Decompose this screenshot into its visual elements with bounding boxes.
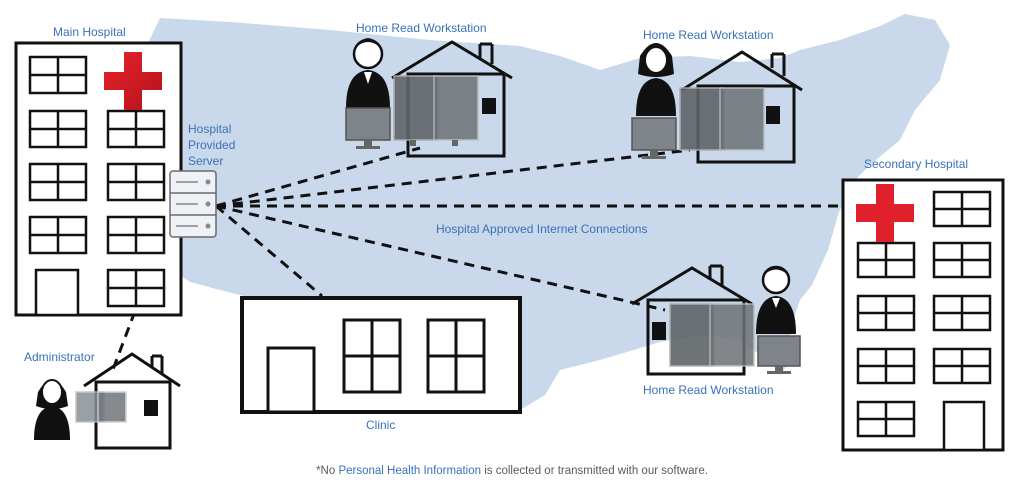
connection-line-clinic [215, 204, 323, 298]
secondary-hospital-label: Secondary Hospital [864, 157, 969, 171]
user-icon [756, 265, 796, 334]
server-label-line: Server [188, 154, 224, 168]
monitor-icon [345, 107, 391, 149]
connection-line-top-left [215, 146, 421, 208]
monitor-icon [97, 391, 127, 423]
administrator-home [34, 352, 181, 450]
user-icon [346, 38, 390, 108]
home-read-workstation-label: Home Read Workstation [643, 383, 774, 397]
footnote-suffix: is collected or transmitted with our sof… [481, 465, 708, 477]
monitor-icon [669, 303, 715, 367]
home-workstation-top-right [631, 43, 803, 164]
user-icon [636, 43, 676, 116]
home-read-workstation-label: Home Read Workstation [356, 21, 487, 35]
home-workstation-top-left [345, 38, 513, 158]
user-icon [34, 379, 70, 440]
connection-line-bottom-right [215, 204, 666, 312]
red-cross-icon [104, 52, 162, 110]
home-read-workstation-label: Home Read Workstation [643, 28, 774, 42]
administrator-label: Administrator [24, 350, 95, 364]
monitor-icon [433, 75, 479, 141]
server-label-line: Provided [188, 138, 236, 152]
main-hospital-label: Main Hospital [53, 25, 126, 39]
server-label: Hospital Provided Server [188, 121, 235, 169]
monitor-icon [679, 87, 725, 151]
clinic-building [240, 296, 522, 414]
server-icon [169, 170, 217, 238]
connection-line-top-right [215, 148, 691, 208]
monitor-icon [631, 117, 677, 159]
connections-label: Hospital Approved Internet Connections [436, 222, 648, 236]
monitor-icon [757, 335, 801, 374]
secondary-hospital-building [841, 178, 1005, 452]
footnote: *No Personal Health Information is colle… [0, 465, 1024, 477]
clinic-label: Clinic [366, 418, 396, 432]
monitor-icon [709, 303, 755, 367]
home-workstation-bottom-right [631, 264, 801, 376]
server-label-line: Hospital [188, 122, 232, 136]
main-hospital-building [14, 41, 183, 317]
footnote-prefix: *No [316, 465, 339, 477]
red-cross-icon [856, 184, 914, 242]
footnote-highlight: Personal Health Information [338, 465, 482, 477]
monitor-icon [393, 75, 439, 141]
monitor-icon [719, 87, 765, 151]
